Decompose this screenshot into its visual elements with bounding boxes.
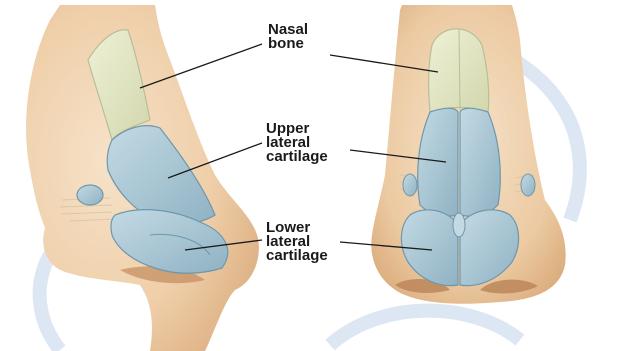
front-accessory-left — [403, 174, 417, 196]
label-upper-line3: cartilage — [266, 150, 328, 164]
label-nasal-bone: Nasal bone — [268, 23, 308, 51]
label-upper-lateral-cartilage: Upper lateral cartilage — [266, 122, 328, 164]
front-accessory-right — [521, 174, 535, 196]
label-nasal-bone-line2: bone — [268, 37, 308, 51]
front-septal-notch — [453, 213, 465, 237]
side-view-nose — [26, 5, 259, 351]
label-lower-line3: cartilage — [266, 249, 328, 263]
label-lower-lateral-cartilage: Lower lateral cartilage — [266, 221, 328, 263]
side-accessory-cartilage — [77, 185, 103, 205]
front-view-nose — [371, 5, 565, 304]
